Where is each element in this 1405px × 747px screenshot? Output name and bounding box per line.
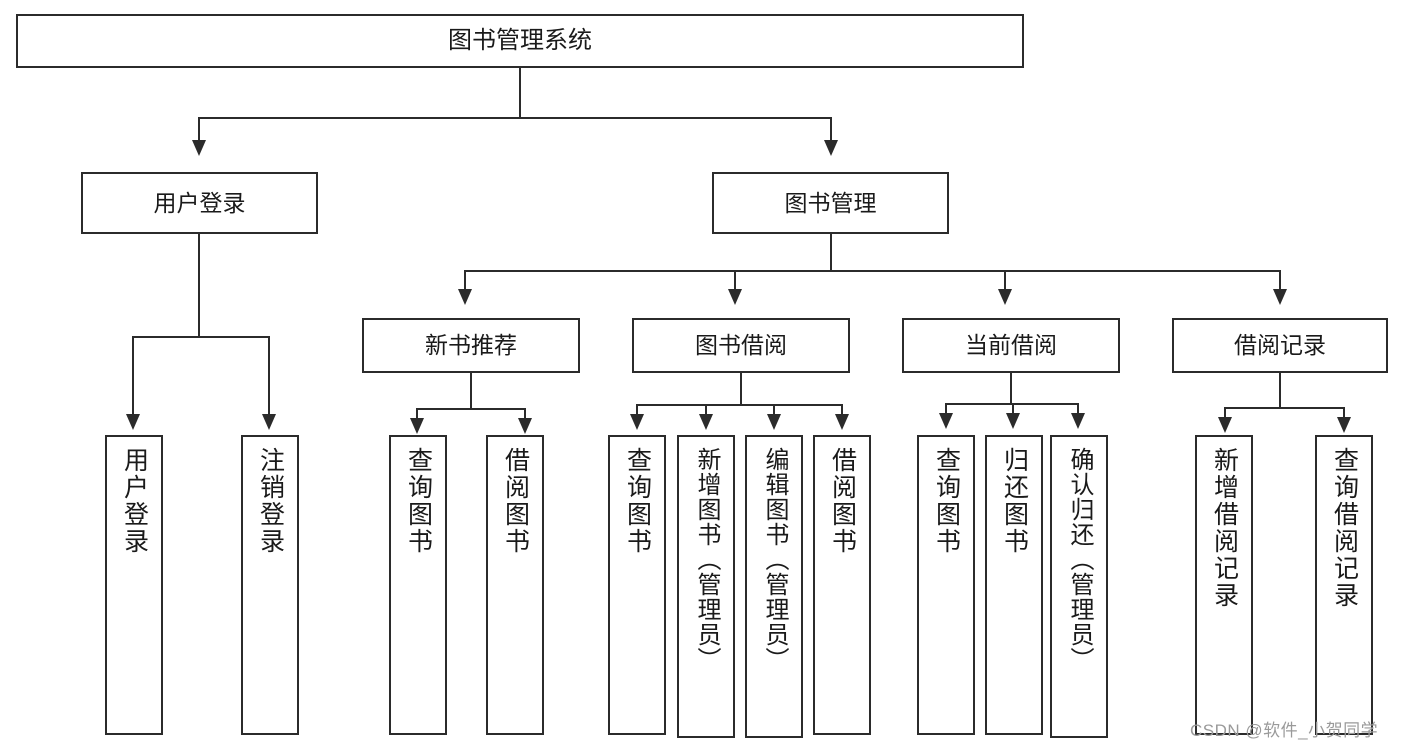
leaf-user-login[interactable]: 用户登录 (105, 435, 163, 735)
connector-records-bus (1224, 407, 1345, 409)
connector-level1-bus (198, 117, 832, 119)
connector-drop-cb-confirm (1077, 403, 1079, 415)
connector-new-book-bus (416, 408, 526, 410)
leaf-cb-query-book[interactable]: 查询图书 (917, 435, 975, 735)
arrowhead-current (998, 289, 1012, 305)
connector-book-mgmt-stem (830, 234, 832, 271)
node-label: 图书管理系统 (448, 27, 592, 55)
connector-drop-bb-query (636, 404, 638, 416)
connector-drop-nb-borrow (524, 408, 526, 420)
node-label: 编辑图书（管理员） (760, 447, 788, 672)
leaf-br-query-record[interactable]: 查询借阅记录 (1315, 435, 1373, 735)
arrowhead-bb-edit (767, 414, 781, 430)
node-label: 查询图书 (404, 447, 433, 555)
arrowhead-cb-confirm (1071, 413, 1085, 429)
connector-drop-new-book (464, 270, 466, 291)
node-label: 用户登录 (153, 189, 246, 216)
arrowhead-records (1273, 289, 1287, 305)
connector-drop-cb-return (1012, 403, 1014, 415)
node-label: 查询借阅记录 (1330, 447, 1359, 609)
connector-drop-user-login (198, 117, 200, 142)
leaf-bb-query-book[interactable]: 查询图书 (608, 435, 666, 735)
connector-user-login-bus (132, 336, 268, 338)
connector-current-stem (1010, 373, 1012, 404)
connector-drop-nb-query (416, 408, 418, 420)
connector-drop-bb-borrow (841, 404, 843, 416)
arrowhead-bb-borrow (835, 414, 849, 430)
arrowhead-nb-borrow (518, 418, 532, 434)
arrowhead-br-add (1218, 417, 1232, 433)
connector-drop-br-add (1224, 407, 1226, 419)
leaf-cb-return-book[interactable]: 归还图书 (985, 435, 1043, 735)
node-label: 图书管理 (784, 189, 877, 216)
leaf-bb-borrow-book[interactable]: 借阅图书 (813, 435, 871, 735)
leaf-nb-query-book[interactable]: 查询图书 (389, 435, 447, 735)
connector-drop-cb-query (945, 403, 947, 415)
connector-drop-leaf-user-login (132, 336, 134, 416)
connector-drop-br-query (1343, 407, 1345, 419)
arrowhead-cb-return (1006, 413, 1020, 429)
leaf-bb-edit-book-admin[interactable]: 编辑图书（管理员） (745, 435, 803, 738)
arrowhead-nb-query (410, 418, 424, 434)
arrowhead-book-mgmt (824, 140, 838, 156)
connector-borrow-bus (636, 404, 842, 406)
arrowhead-leaf-user-login (126, 414, 140, 430)
node-book-borrow[interactable]: 图书借阅 (632, 318, 850, 373)
node-label: 查询图书 (932, 447, 961, 555)
connector-drop-bb-add (705, 404, 707, 416)
connector-drop-borrow (734, 270, 736, 291)
connector-drop-records (1279, 270, 1281, 291)
connector-drop-book-mgmt (830, 117, 832, 142)
leaf-nb-borrow-book[interactable]: 借阅图书 (486, 435, 544, 735)
node-label: 借阅图书 (501, 447, 530, 555)
node-label: 归还图书 (1000, 447, 1029, 555)
node-label: 借阅记录 (1234, 332, 1326, 359)
leaf-logout[interactable]: 注销登录 (241, 435, 299, 735)
node-label: 当前借阅 (965, 332, 1057, 359)
node-book-management[interactable]: 图书管理 (712, 172, 949, 234)
connector-root-stem (519, 68, 521, 118)
connector-new-book-stem (470, 373, 472, 409)
node-user-login[interactable]: 用户登录 (81, 172, 318, 234)
node-label: 确认归还（管理员） (1065, 447, 1093, 672)
node-root-system[interactable]: 图书管理系统 (16, 14, 1024, 68)
arrowhead-borrow (728, 289, 742, 305)
arrowhead-br-query (1337, 417, 1351, 433)
connector-borrow-stem (740, 373, 742, 405)
arrowhead-new-book (458, 289, 472, 305)
node-label: 查询图书 (623, 447, 652, 555)
leaf-cb-confirm-return-admin[interactable]: 确认归还（管理员） (1050, 435, 1108, 738)
node-label: 注销登录 (256, 447, 285, 555)
connector-drop-bb-edit (773, 404, 775, 416)
arrowhead-cb-query (939, 413, 953, 429)
connector-drop-leaf-logout (268, 336, 270, 416)
node-label: 用户登录 (120, 447, 149, 555)
leaf-bb-add-book-admin[interactable]: 新增图书（管理员） (677, 435, 735, 738)
connector-level2-bus (464, 270, 1281, 272)
node-label: 新书推荐 (425, 332, 517, 359)
connector-user-login-stem (198, 234, 200, 337)
arrowhead-bb-query (630, 414, 644, 430)
arrowhead-bb-add (699, 414, 713, 430)
arrowhead-user-login (192, 140, 206, 156)
connector-drop-current (1004, 270, 1006, 291)
node-label: 借阅图书 (828, 447, 857, 555)
connector-records-stem (1279, 373, 1281, 408)
node-label: 新增借阅记录 (1210, 447, 1239, 609)
node-label: 新增图书（管理员） (692, 447, 720, 672)
node-borrow-records[interactable]: 借阅记录 (1172, 318, 1388, 373)
node-label: 图书借阅 (695, 332, 787, 359)
node-new-book-recommend[interactable]: 新书推荐 (362, 318, 580, 373)
arrowhead-leaf-logout (262, 414, 276, 430)
node-current-borrow[interactable]: 当前借阅 (902, 318, 1120, 373)
leaf-br-add-record[interactable]: 新增借阅记录 (1195, 435, 1253, 735)
